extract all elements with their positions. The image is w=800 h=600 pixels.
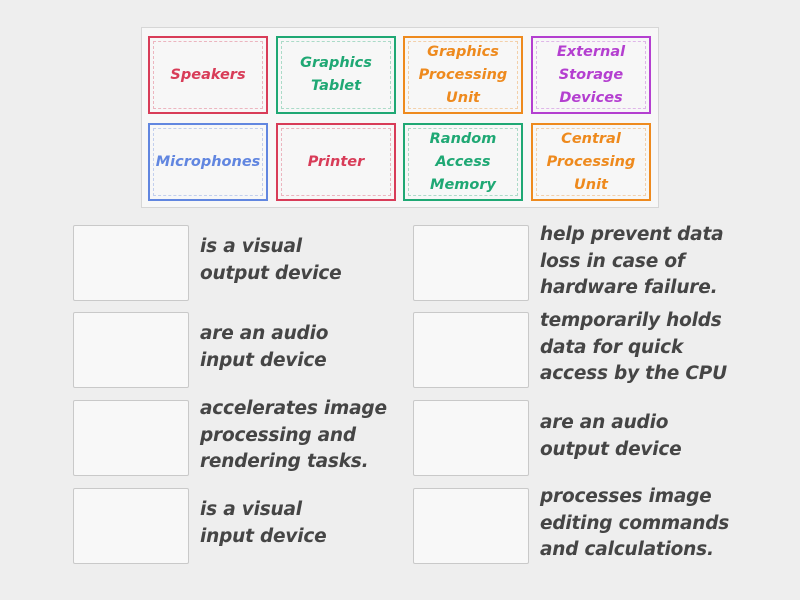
- tile-label: Printer: [307, 153, 365, 170]
- tile-label: Speakers: [170, 66, 246, 83]
- tile-label: Graphics Processing Unit: [418, 43, 508, 106]
- drop-slot-right-4[interactable]: [413, 488, 529, 564]
- tile-label: External Storage Devices: [556, 43, 626, 106]
- drop-slot-right-1[interactable]: [413, 225, 529, 301]
- tile-central-processing-unit[interactable]: Central Processing Unit: [531, 123, 651, 201]
- description-left-4: is a visual input device: [200, 499, 327, 547]
- tile-printer[interactable]: Printer: [276, 123, 396, 201]
- tile-label: Central Processing Unit: [546, 130, 636, 193]
- tile-label: Graphics Tablet: [300, 55, 372, 94]
- tile-external-storage-devices[interactable]: External Storage Devices: [531, 36, 651, 114]
- drop-slot-left-2[interactable]: [73, 312, 189, 388]
- description-right-2: temporarily holds data for quick access …: [540, 310, 727, 384]
- description-right-4: processes image editing commands and cal…: [540, 486, 730, 560]
- drop-slot-left-3[interactable]: [73, 400, 189, 476]
- tile-speakers[interactable]: Speakers: [148, 36, 268, 114]
- drop-slot-right-3[interactable]: [413, 400, 529, 476]
- description-left-3: accelerates image processing and renderi…: [200, 398, 387, 472]
- drop-slot-right-2[interactable]: [413, 312, 529, 388]
- tile-graphics-tablet[interactable]: Graphics Tablet: [276, 36, 396, 114]
- drop-slot-left-1[interactable]: [73, 225, 189, 301]
- tile-random-access-memory[interactable]: Random Access Memory: [403, 123, 523, 201]
- drop-slot-left-4[interactable]: [73, 488, 189, 564]
- tile-label: Random Access Memory: [429, 130, 497, 193]
- tile-label: Microphones: [155, 153, 261, 170]
- description-right-1: help prevent data loss in case of hardwa…: [540, 224, 724, 298]
- description-left-1: is a visual output device: [200, 236, 342, 284]
- tile-graphics-processing-unit[interactable]: Graphics Processing Unit: [403, 36, 523, 114]
- description-right-3: are an audio output device: [540, 412, 682, 460]
- description-left-2: are an audio input device: [200, 323, 329, 371]
- tile-microphones[interactable]: Microphones: [148, 123, 268, 201]
